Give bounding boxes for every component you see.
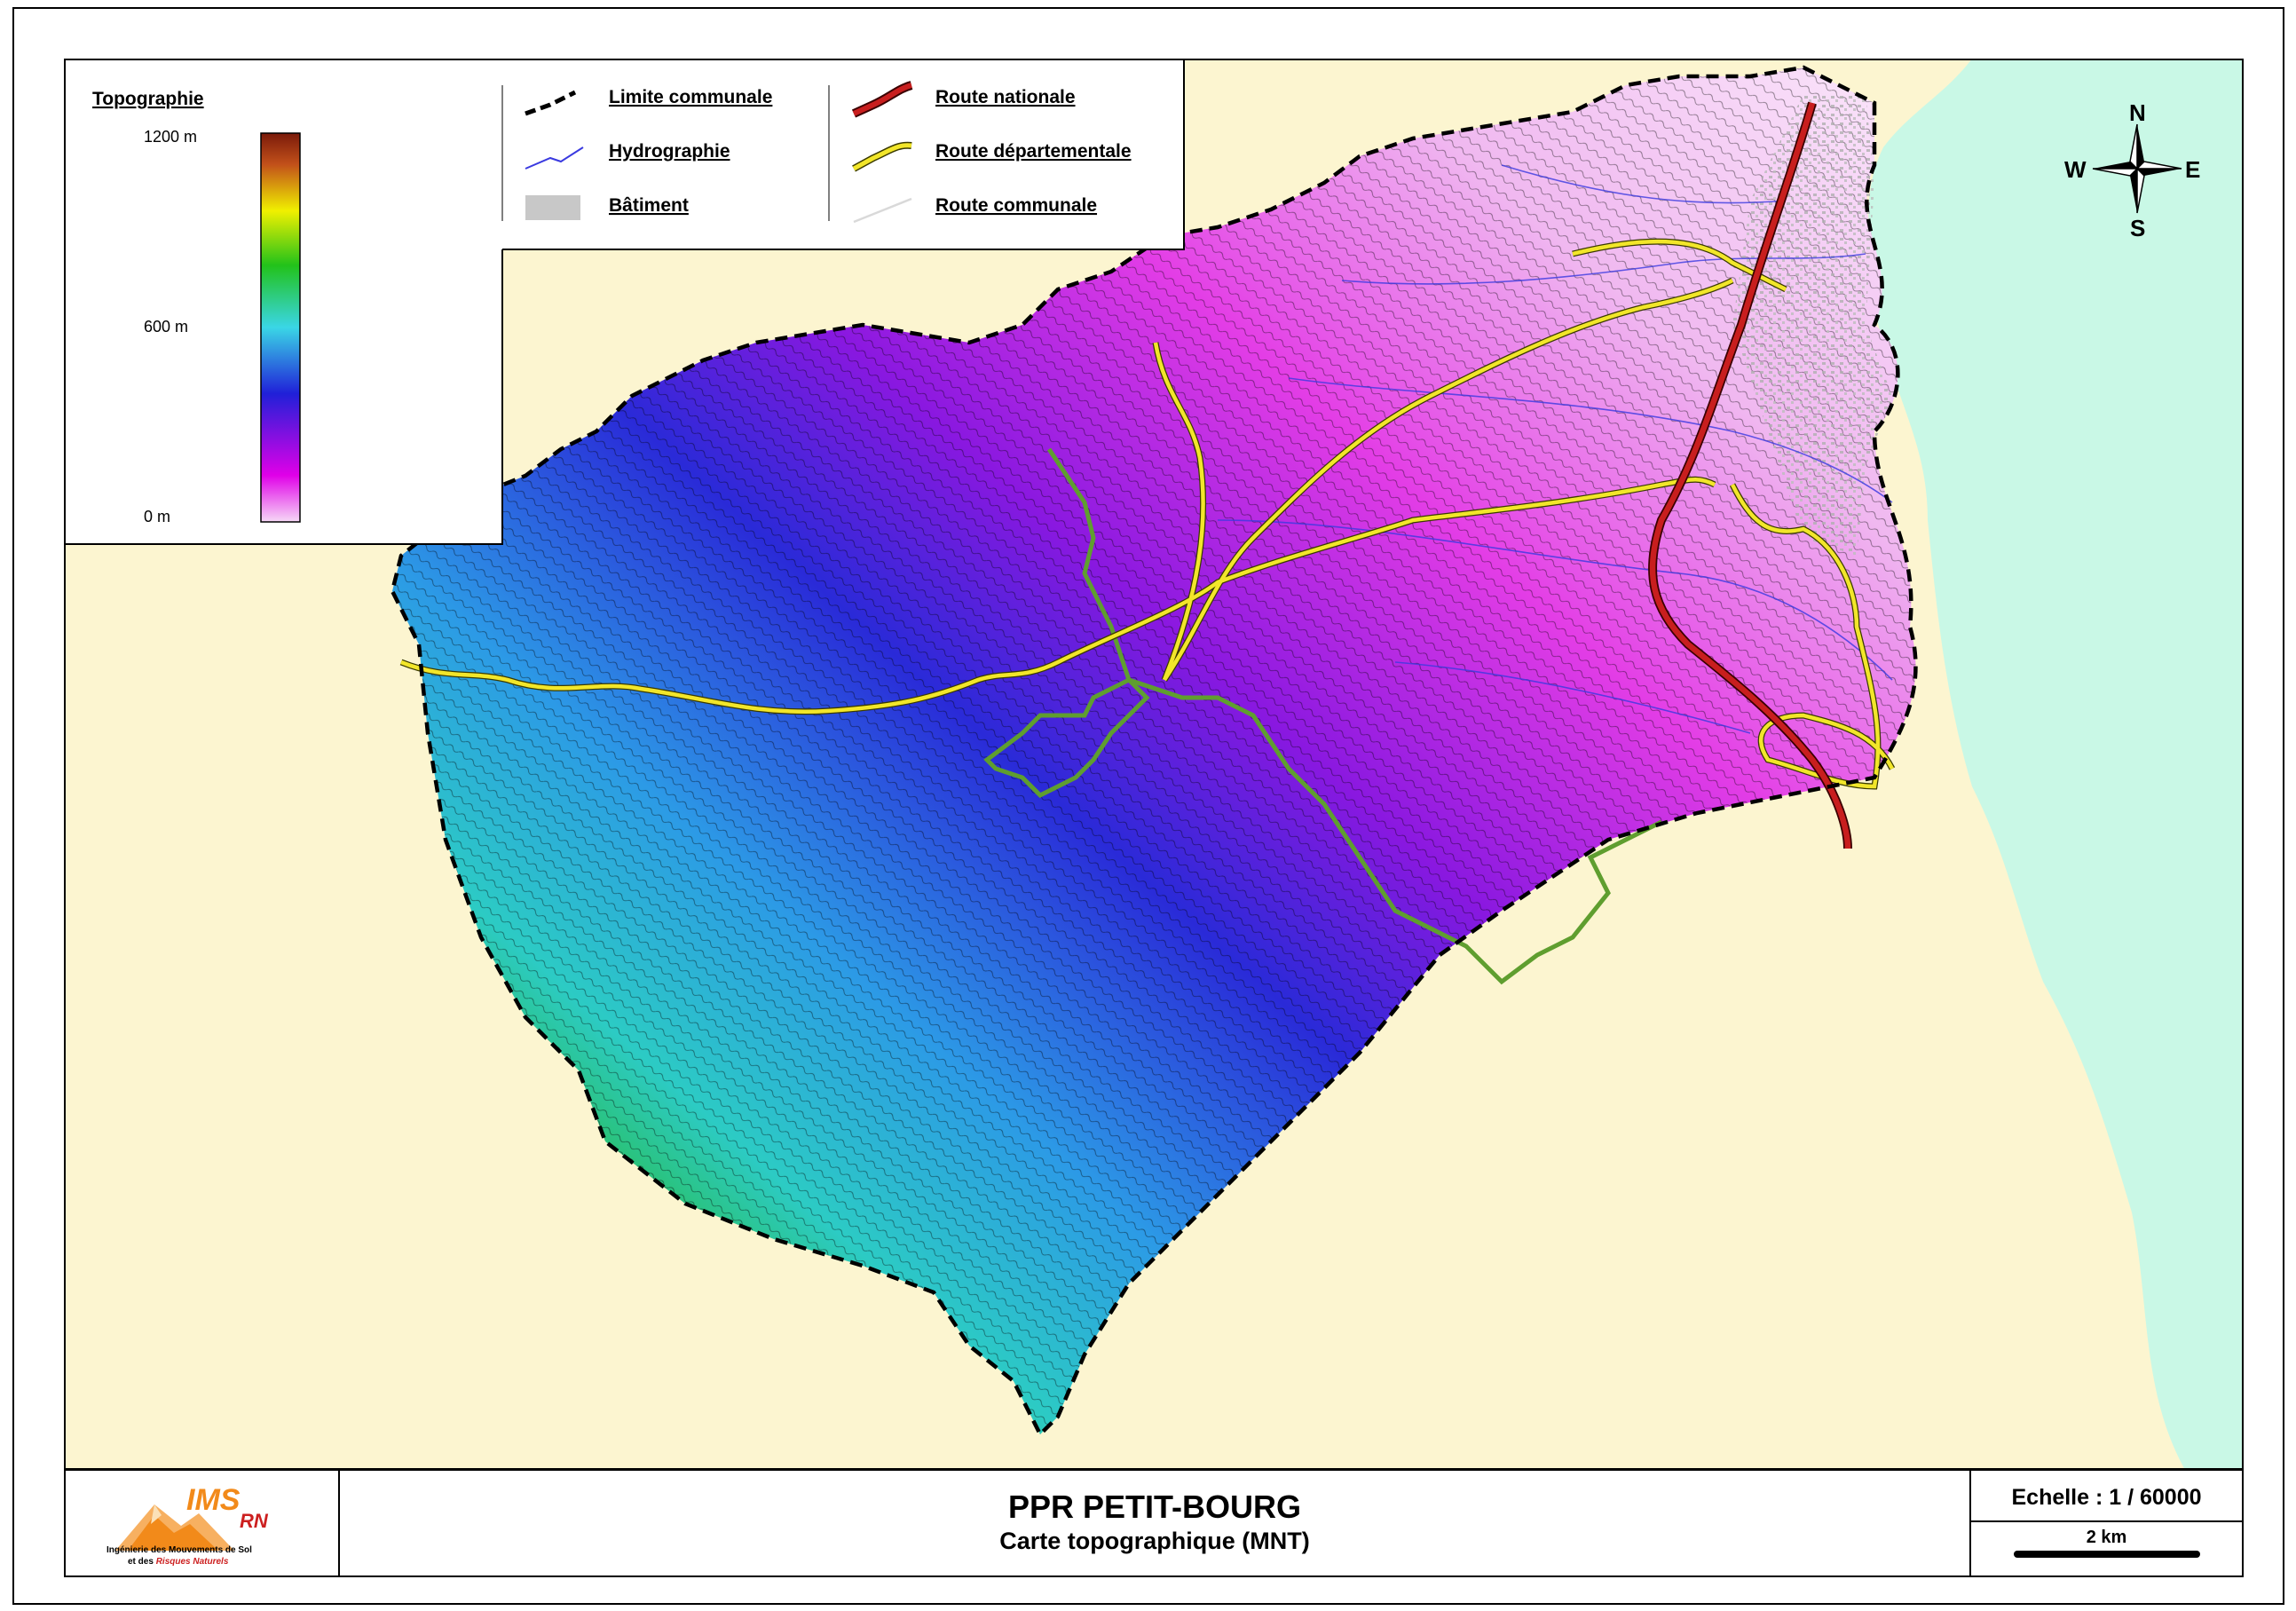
legend-label-commune-boundary: Limite communale	[609, 87, 772, 107]
scale-divider	[1971, 1520, 2242, 1522]
route-nationale-fill	[1649, 102, 1851, 849]
mountain-logo-icon	[115, 1504, 234, 1551]
inner-boundary	[983, 447, 1663, 985]
compass-west: W	[2064, 156, 2087, 183]
route-departementale-fill	[400, 239, 1895, 789]
legend-label-building: Bâtiment	[609, 195, 689, 216]
scale-bar	[2014, 1551, 2200, 1558]
elevation-label-min: 0 m	[144, 508, 170, 525]
scale-bar-label: 2 km	[2086, 1528, 2127, 1547]
map-canvas: Topographie 1200 m 600 m 0 m Limite comm…	[64, 59, 2244, 1470]
commune-boundary	[390, 65, 1918, 1438]
elevation-color-ramp	[260, 132, 301, 523]
elevation-label-max: 1200 m	[144, 128, 197, 146]
scale-ratio: Echelle : 1 / 60000	[2011, 1485, 2202, 1510]
hydrography-network	[1217, 164, 1893, 734]
map-subtitle: Carte topographique (MNT)	[999, 1528, 1310, 1554]
legend-symbol-commune-boundary	[525, 90, 577, 116]
legend-label-route-nationale: Route nationale	[935, 87, 1076, 107]
legend-label-route-communale: Route communale	[935, 195, 1097, 216]
legend-symbol-hydrography	[525, 146, 584, 170]
contour-lines	[392, 67, 1916, 1434]
compass-east: E	[2185, 156, 2200, 183]
compass-rose-icon: N S E W	[2064, 99, 2200, 241]
compass-south: S	[2130, 215, 2145, 241]
legend-symbol-route-communale	[853, 197, 912, 224]
legend-symbol-building	[525, 195, 580, 220]
logo-tagline-1: Ingénierie des Mouvements de Sol	[107, 1545, 252, 1555]
scale-box: Echelle : 1 / 60000 2 km	[1969, 1471, 2242, 1575]
ims-rn-logo: IMS RN Ingénierie des Mouvements de Sol …	[66, 1471, 340, 1575]
map-title: PPR PETIT-BOURG	[1007, 1489, 1302, 1525]
logo-rn-text: RN	[240, 1510, 268, 1532]
legend-layers: Limite communale Hydrographie Bâtiment R…	[501, 81, 1132, 224]
logo-tagline-2: et des Risques Naturels	[128, 1557, 229, 1567]
compass-north: N	[2129, 99, 2146, 126]
title-block: IMS RN Ingénierie des Mouvements de Sol …	[64, 1469, 2244, 1577]
sea	[1868, 59, 2244, 1470]
logo-ims-text: IMS	[186, 1483, 241, 1517]
urban-area	[1732, 94, 1892, 556]
legend-topography-title: Topographie	[92, 89, 204, 109]
legend-topography: Topographie 1200 m 600 m 0 m	[64, 59, 1185, 545]
legend-label-route-departementale: Route départementale	[935, 141, 1132, 162]
elevation-label-mid: 600 m	[144, 318, 188, 336]
legend-label-hydrography: Hydrographie	[609, 141, 730, 162]
